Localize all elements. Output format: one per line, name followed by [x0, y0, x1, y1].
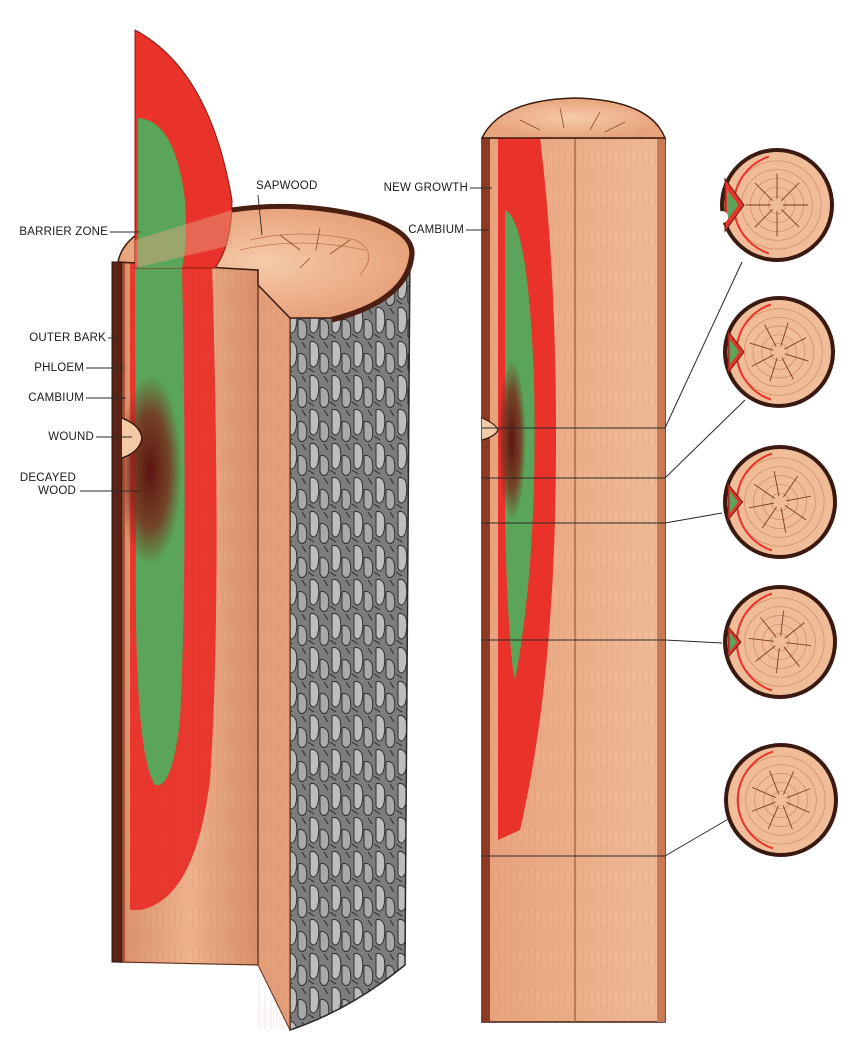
label-new-growth: NEW GROWTH	[383, 182, 468, 194]
decay-column-wedge	[138, 118, 186, 268]
label-decayed-line2: WOOD	[38, 485, 76, 497]
right-bark-right	[657, 138, 665, 1022]
left-trunk	[111, 29, 415, 1032]
decayed-wood-region	[118, 375, 182, 565]
right-trunk	[480, 97, 667, 1023]
bark-surface	[289, 249, 411, 1032]
wound-notch	[121, 417, 143, 459]
cross-section-3	[723, 445, 837, 559]
top-bark-rim	[231, 203, 415, 323]
label-barrier-zone: BARRIER ZONE	[19, 226, 108, 238]
label-sapwood: SAPWOOD	[256, 180, 318, 192]
label-decayed-line1: DECAYED	[19, 472, 76, 484]
leader-lines	[80, 187, 492, 492]
cross-section-5	[724, 743, 838, 857]
label-phloem: PHLOEM	[34, 362, 84, 374]
label-cambium-right: CAMBIUM	[408, 224, 464, 236]
right-bark-left	[482, 138, 490, 1022]
right-top-cap	[480, 97, 667, 139]
cross-section-1	[716, 148, 834, 262]
label-outer-bark: OUTER BARK	[29, 332, 106, 344]
cross-section-4	[723, 585, 837, 699]
label-decayed-wood: DECAYED WOOD	[8, 472, 76, 498]
section-connectors	[664, 261, 746, 857]
cross-sections	[716, 148, 838, 857]
label-cambium-left: CAMBIUM	[28, 392, 84, 404]
label-wound: WOUND	[48, 431, 94, 443]
cross-section-2	[723, 296, 835, 408]
